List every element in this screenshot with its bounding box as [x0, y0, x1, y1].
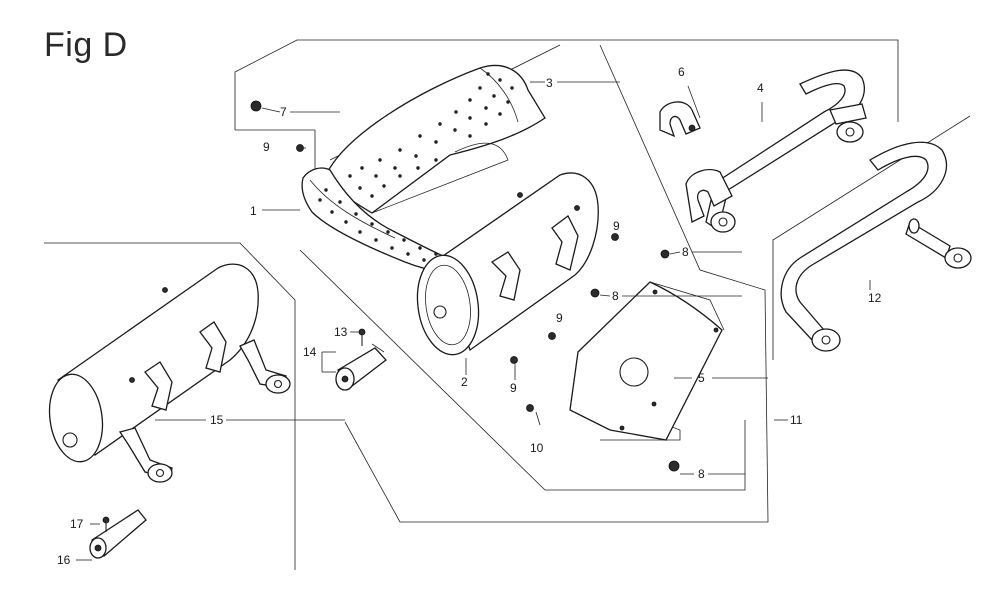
callout-12: 13 — [334, 325, 348, 339]
muffler-body-center — [416, 172, 599, 356]
heat-protector-upper — [325, 64, 546, 214]
callout-11: 14 — [303, 345, 317, 359]
callout-8a: 8 — [682, 245, 689, 259]
muffler-left — [48, 263, 291, 483]
spark-arrester-small — [89, 509, 147, 559]
callout-9a: 9 — [613, 219, 620, 233]
leader-lines — [76, 81, 871, 561]
callout-17: 17 — [70, 517, 84, 531]
fasteners — [250, 100, 680, 472]
callout-2: 2 — [461, 375, 468, 389]
callout-13: 9 — [263, 140, 270, 154]
exhaust-pipe-upper — [685, 69, 867, 233]
callout-15: 15 — [210, 413, 224, 427]
callout-10: 12 — [868, 291, 882, 305]
exhaust-pipe-right — [780, 141, 972, 352]
callout-8b: 8 — [612, 289, 619, 303]
callout-4: 4 — [757, 81, 764, 95]
spark-arrester — [335, 328, 387, 391]
callout-9c: 9 — [510, 381, 517, 395]
callout-14: 11 — [790, 413, 803, 427]
callout-1: 1 — [250, 204, 257, 218]
callout-9d: 10 — [530, 441, 544, 455]
figure-title: Fig D — [44, 26, 128, 64]
pipe-clamp — [659, 101, 701, 138]
callout-7: 7 — [280, 105, 287, 119]
callout-9b: 9 — [556, 311, 563, 325]
callout-6: 6 — [678, 65, 685, 79]
muffler-bracket — [569, 281, 725, 441]
callout-16: 16 — [57, 553, 71, 567]
callout-8c: 8 — [698, 467, 705, 481]
callout-3: 3 — [546, 76, 553, 90]
callout-5: 5 — [698, 371, 705, 385]
